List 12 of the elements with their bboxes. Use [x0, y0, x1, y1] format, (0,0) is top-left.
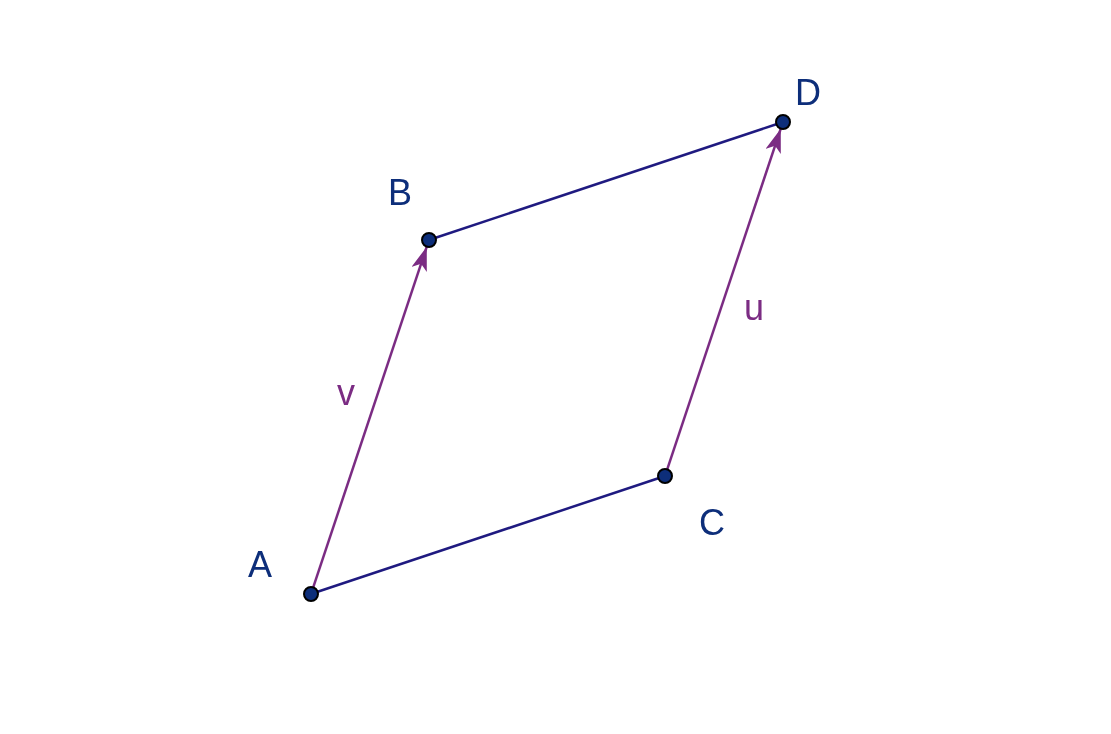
- line-segment: [435, 123, 777, 239]
- point-label: D: [795, 75, 821, 111]
- point: [775, 114, 791, 130]
- line-segment: [317, 477, 659, 593]
- point: [303, 586, 319, 602]
- point: [657, 468, 673, 484]
- point: [421, 232, 437, 248]
- point-label: B: [388, 175, 412, 211]
- point-label: A: [248, 547, 272, 583]
- vector-arrow: [312, 246, 428, 588]
- vector-arrow: [666, 128, 782, 470]
- point-label: C: [699, 505, 725, 541]
